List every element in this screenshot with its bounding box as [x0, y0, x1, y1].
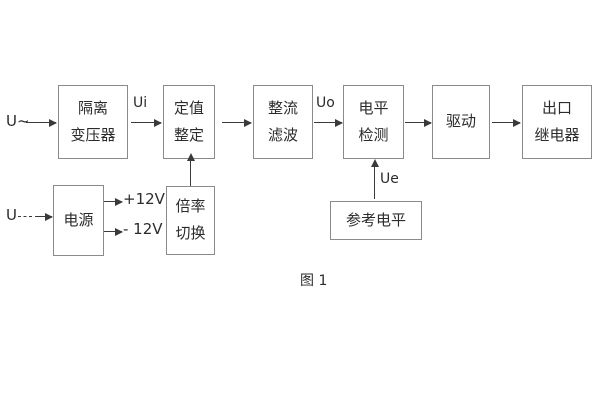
- block-label-primary: 参考电平: [345, 210, 406, 229]
- figure-caption: 图 1: [300, 273, 328, 289]
- arrow-power-supply-minus-12v: [104, 227, 123, 236]
- block-power-supply: 电源: [53, 185, 104, 256]
- block-label-primary: 整流: [267, 98, 298, 117]
- arrow-ac-input-to-isolation: [26, 118, 57, 127]
- arrow-power-supply-plus-12v: [104, 197, 123, 206]
- block-label-secondary: 整定: [173, 125, 204, 144]
- block-setting-value: 定值整定: [163, 85, 215, 159]
- block-label-secondary: 切换: [175, 224, 206, 242]
- block-label-primary: 电平: [358, 98, 389, 117]
- block-output-relay: 出口继电器: [522, 85, 592, 159]
- arrow-multiplier-to-setting: [186, 153, 195, 186]
- block-multiplier-switch: 倍率切换: [166, 186, 215, 255]
- uo-label: Uo: [316, 95, 335, 111]
- block-label-primary: 驱动: [445, 112, 476, 131]
- minus-12v-label: - 12V: [123, 220, 163, 238]
- ui-label: Ui: [133, 95, 148, 111]
- arrow-rectify-to-level-detection: [314, 118, 343, 127]
- block-label-primary: 电源: [63, 210, 94, 229]
- block-label-primary: 定值: [173, 98, 204, 117]
- block-label-primary: 隔离: [77, 98, 108, 117]
- block-label-secondary: 变压器: [70, 125, 116, 144]
- block-isolation-transformer: 隔离变压器: [58, 85, 128, 159]
- block-level-detection: 电平检测: [343, 85, 404, 159]
- dash-dc-input: [18, 216, 32, 217]
- arrow-reference-level-to-detection: [370, 159, 379, 199]
- block-rectify-filter: 整流滤波: [253, 85, 313, 159]
- block-drive: 驱动: [432, 85, 490, 159]
- dc-input-label: U: [6, 206, 17, 224]
- block-label-primary: 倍率: [175, 197, 206, 216]
- arrow-dc-input-to-power-supply: [35, 212, 53, 221]
- arrow-level-detection-to-drive: [405, 118, 432, 127]
- ac-input-label: U~: [6, 112, 30, 130]
- ue-label: Ue: [380, 171, 399, 187]
- arrow-isolation-to-setting: [131, 118, 162, 127]
- plus-12v-label: +12V: [123, 190, 165, 208]
- arrow-setting-to-rectify: [222, 118, 252, 127]
- block-reference-level: 参考电平: [330, 201, 422, 240]
- arrow-drive-to-output-relay: [492, 118, 521, 127]
- block-label-secondary: 检测: [358, 125, 389, 144]
- block-label-secondary: 继电器: [534, 125, 580, 144]
- block-label-primary: 出口: [541, 98, 572, 117]
- block-label-secondary: 滤波: [267, 125, 298, 144]
